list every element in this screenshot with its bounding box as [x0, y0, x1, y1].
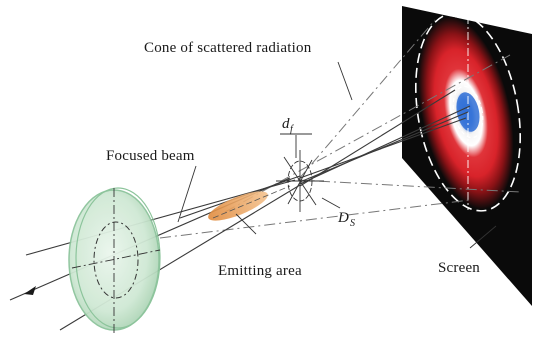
cone-lower-edge	[297, 179, 521, 193]
cone-label: Cone of scattered radiation	[144, 40, 312, 56]
screen-cone-outline	[414, 12, 522, 212]
ray-line	[299, 111, 469, 183]
emitting-area	[208, 185, 291, 221]
screen-label: Screen	[438, 260, 480, 276]
focal-point	[276, 150, 324, 212]
focused-beam-leader	[177, 165, 197, 223]
cone-lower-edge-2	[159, 199, 471, 239]
focusing-lens	[68, 187, 161, 334]
emitting-area-label: Emitting area	[218, 263, 302, 279]
leader-lines	[177, 61, 497, 249]
lens-inner-outline	[93, 221, 139, 299]
ray-line	[299, 105, 471, 185]
scattered-cone	[159, 19, 521, 239]
lens-rim	[75, 187, 161, 329]
focal-diagonal-line	[283, 156, 317, 206]
screen-inner-outline	[452, 85, 484, 139]
ray-line	[25, 179, 296, 256]
ds-symbol-sub: S	[350, 218, 355, 229]
ds-symbol-main: D	[337, 210, 349, 226]
emitting-area-leader	[235, 213, 257, 235]
cone-upper-edge	[297, 19, 436, 181]
focused-beam-label: Focused beam	[106, 148, 195, 164]
df-symbol-sub: f	[290, 124, 294, 135]
focal-diagonal-line	[287, 159, 313, 205]
emitting-area-shape	[208, 191, 268, 221]
ds-leader	[321, 197, 341, 209]
cone-leader	[337, 61, 353, 101]
lens-horizontal-axis	[71, 249, 161, 269]
incoming-arrow-icon	[24, 286, 36, 295]
ray-line	[299, 117, 467, 179]
df-symbol: d f	[282, 116, 294, 135]
emitting-axis	[212, 185, 291, 219]
cone-upper-edge-2	[224, 54, 511, 213]
ray-line	[299, 89, 456, 187]
df-symbol-main: d	[282, 116, 290, 132]
screen-leader	[469, 225, 497, 249]
ds-symbol: D S	[337, 210, 355, 229]
